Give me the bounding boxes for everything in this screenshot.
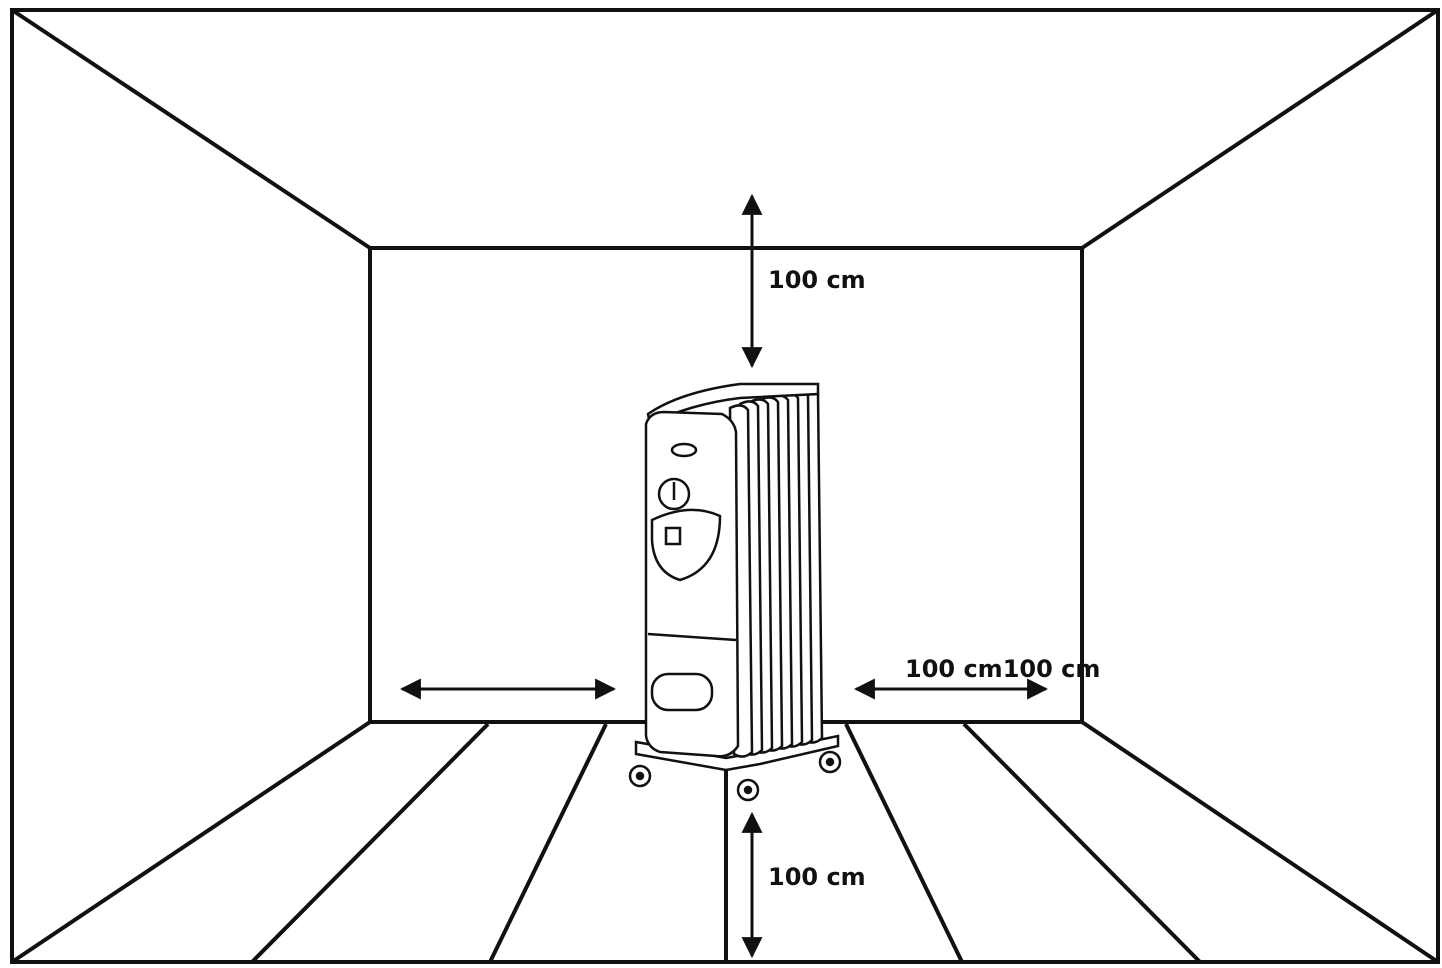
oil-heater (628, 382, 842, 802)
corner-bottom-left (10, 720, 372, 964)
corner-top-left (10, 8, 372, 250)
power-switch (664, 526, 682, 546)
dimension-label-right: 100 cm100 cm (905, 655, 1101, 683)
corner-bottom-right (1080, 720, 1440, 964)
corner-top-right (1080, 8, 1440, 250)
indicator-light (670, 442, 698, 458)
floor-boards (250, 722, 1202, 964)
carry-handle (650, 672, 714, 712)
dimension-label-top: 100 cm (768, 266, 866, 294)
heater-fins (728, 388, 824, 758)
castor-wheels (628, 750, 842, 802)
dimension-label-bottom: 100 cm (768, 863, 866, 891)
dimension-arrows (399, 193, 1049, 959)
